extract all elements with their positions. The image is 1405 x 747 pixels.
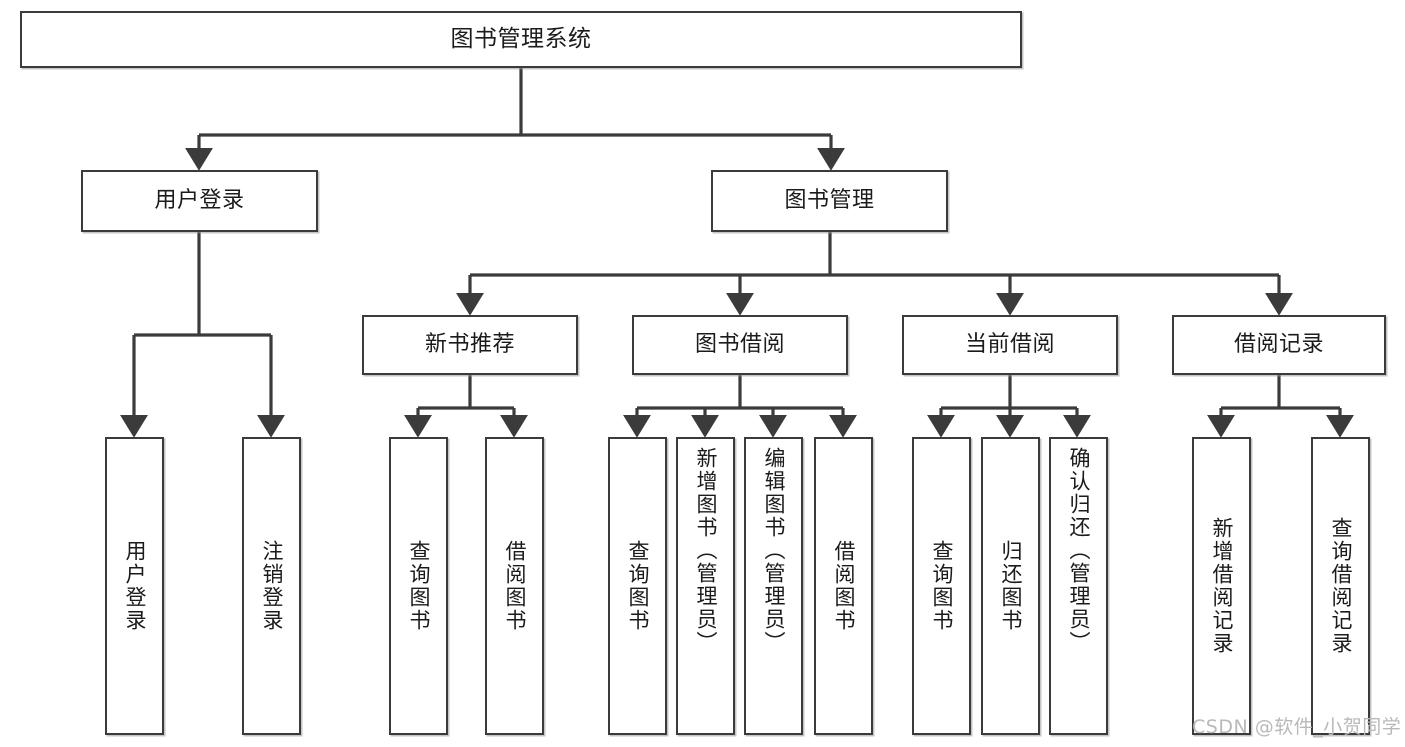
node-label: 查询图书 <box>406 540 431 632</box>
node-label: 查询图书 <box>625 540 650 632</box>
leaf-confirm-return[interactable]: 确认归还（管理员） <box>1049 437 1108 735</box>
leaf-add-book[interactable]: 新增图书（管理员） <box>676 437 735 735</box>
node-label: 新增图书（管理员） <box>693 447 718 654</box>
leaf-edit-book[interactable]: 编辑图书（管理员） <box>744 437 803 735</box>
leaf-query-book-recommend[interactable]: 查询图书 <box>389 437 448 735</box>
leaf-query-book-borrow[interactable]: 查询图书 <box>608 437 667 735</box>
node-label: 用户登录 <box>154 187 245 213</box>
node-label: 借阅图书 <box>831 540 856 632</box>
leaf-query-borrow-record[interactable]: 查询借阅记录 <box>1311 437 1370 735</box>
node-label: 查询图书 <box>929 540 954 632</box>
node-label: 用户登录 <box>122 540 147 632</box>
leaf-borrow-book-recommend[interactable]: 借阅图书 <box>485 437 544 735</box>
node-label: 注销登录 <box>259 540 284 632</box>
node-borrow-record[interactable]: 借阅记录 <box>1172 315 1386 375</box>
node-label: 确认归还（管理员） <box>1066 447 1091 654</box>
node-new-book-recommend[interactable]: 新书推荐 <box>362 315 578 375</box>
node-label: 当前借阅 <box>964 331 1055 357</box>
node-label: 图书管理系统 <box>450 25 592 52</box>
node-label: 查询借阅记录 <box>1328 517 1353 655</box>
node-label: 归还图书 <box>998 540 1023 632</box>
leaf-return-book[interactable]: 归还图书 <box>981 437 1040 735</box>
leaf-logout[interactable]: 注销登录 <box>242 437 301 735</box>
node-label: 新增借阅记录 <box>1209 517 1234 655</box>
node-label: 借阅图书 <box>502 540 527 632</box>
node-book-management[interactable]: 图书管理 <box>711 170 948 232</box>
csdn-watermark: CSDN @软件_小贺同学 <box>1192 716 1402 738</box>
leaf-user-login[interactable]: 用户登录 <box>105 437 164 735</box>
leaf-borrow-book[interactable]: 借阅图书 <box>814 437 873 735</box>
node-label: 编辑图书（管理员） <box>761 447 786 654</box>
node-label: 新书推荐 <box>424 331 515 357</box>
node-book-borrow[interactable]: 图书借阅 <box>632 315 848 375</box>
node-label: 图书借阅 <box>694 331 785 357</box>
node-root-system[interactable]: 图书管理系统 <box>20 11 1022 68</box>
leaf-add-borrow-record[interactable]: 新增借阅记录 <box>1192 437 1251 735</box>
node-label: 图书管理 <box>784 187 875 213</box>
node-user-login[interactable]: 用户登录 <box>81 170 318 232</box>
node-current-borrow[interactable]: 当前借阅 <box>902 315 1118 375</box>
node-label: 借阅记录 <box>1233 331 1324 357</box>
leaf-query-book-current[interactable]: 查询图书 <box>912 437 971 735</box>
